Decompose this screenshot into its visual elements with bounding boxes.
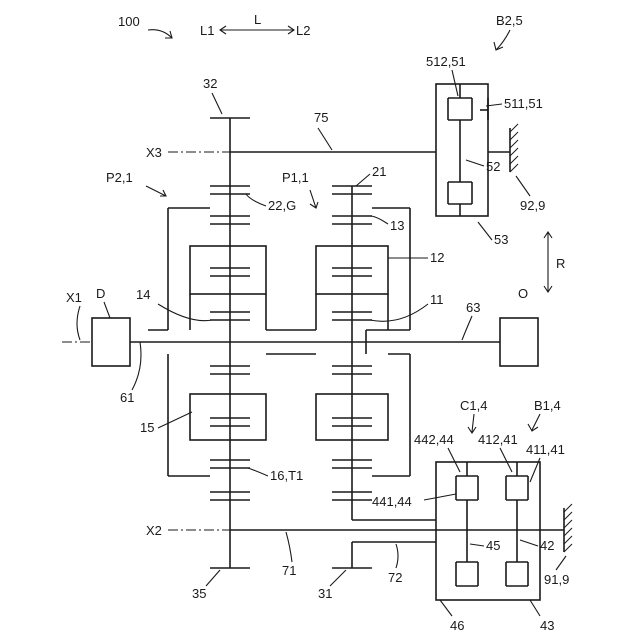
ground-91-hatch — [564, 504, 572, 552]
label-b2-5: B2,5 — [496, 13, 523, 28]
output-o — [500, 318, 538, 366]
label-412-41: 412,41 — [478, 432, 518, 447]
figure-ref-arrow — [148, 30, 172, 38]
label-r: R — [556, 256, 565, 271]
direction-l: L — [254, 12, 261, 27]
label-91-9: 91,9 — [544, 572, 569, 587]
label-53: 53 — [494, 232, 508, 247]
drive-d — [92, 318, 130, 366]
label-442-44: 442,44 — [414, 432, 454, 447]
label-x1: X1 — [66, 290, 82, 305]
label-511-51: 511,51 — [504, 96, 543, 111]
label-15: 15 — [140, 420, 154, 435]
label-92-9: 92,9 — [520, 198, 545, 213]
carrier-p2-upper — [190, 246, 266, 294]
label-x3: X3 — [146, 145, 162, 160]
carrier-p2-lower — [190, 394, 266, 440]
label-35: 35 — [192, 586, 206, 601]
label-42: 42 — [540, 538, 554, 553]
label-p2-1: P2,1 — [106, 170, 133, 185]
label-12: 12 — [430, 250, 444, 265]
ground-92-hatch — [510, 124, 518, 172]
label-512-51: 512,51 — [426, 54, 466, 69]
label-14: 14 — [136, 287, 150, 302]
label-31: 31 — [318, 586, 332, 601]
label-11: 11 — [430, 292, 444, 307]
label-46: 46 — [450, 618, 464, 633]
label-b1-4: B1,4 — [534, 398, 561, 413]
label-c1-4: C1,4 — [460, 398, 487, 413]
label-16-t1: 16,T1 — [270, 468, 303, 483]
label-72: 72 — [388, 570, 402, 585]
label-o: O — [518, 286, 528, 301]
label-x2: X2 — [146, 523, 162, 538]
label-45: 45 — [486, 538, 500, 553]
clutch-c1-housing — [436, 462, 540, 600]
label-13: 13 — [390, 218, 404, 233]
label-61: 61 — [120, 390, 134, 405]
direction-l1: L1 — [200, 23, 214, 38]
label-d: D — [96, 286, 105, 301]
label-22-g: 22,G — [268, 198, 296, 213]
label-43: 43 — [540, 618, 554, 633]
figure-ref: 100 — [118, 14, 140, 29]
label-p1-1: P1,1 — [282, 170, 309, 185]
label-71: 71 — [282, 563, 296, 578]
label-75: 75 — [314, 110, 328, 125]
direction-l2: L2 — [296, 23, 310, 38]
label-21: 21 — [372, 164, 386, 179]
label-32: 32 — [203, 76, 217, 91]
label-63: 63 — [466, 300, 480, 315]
label-441-44: 441,44 — [372, 494, 412, 509]
label-411-41: 411,41 — [526, 442, 565, 457]
label-52: 52 — [486, 159, 500, 174]
brake-b2-housing — [436, 84, 488, 216]
